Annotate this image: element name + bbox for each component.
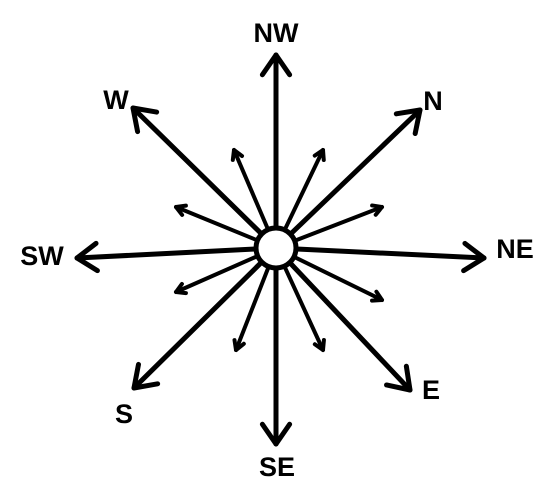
label-top: NW: [254, 18, 299, 48]
ray-bottom-left: [131, 245, 279, 391]
ray-bottom-right: [273, 245, 413, 393]
ray-top: [259, 52, 293, 251]
label-left: SW: [20, 241, 64, 271]
compass-rays: [74, 52, 487, 447]
ray-right: [273, 240, 487, 274]
ray-bottom: [259, 245, 293, 447]
label-bottom-right: E: [422, 375, 440, 405]
label-bottom: SE: [259, 452, 295, 482]
compass-center-circle: [253, 225, 299, 271]
label-bottom-left: S: [115, 399, 133, 429]
label-top-left: W: [103, 85, 129, 115]
label-right: NE: [496, 234, 534, 264]
ray-top-left: [130, 105, 279, 251]
ray-top-right: [273, 107, 423, 251]
label-top-right: N: [423, 86, 443, 116]
ray-left: [74, 240, 279, 274]
